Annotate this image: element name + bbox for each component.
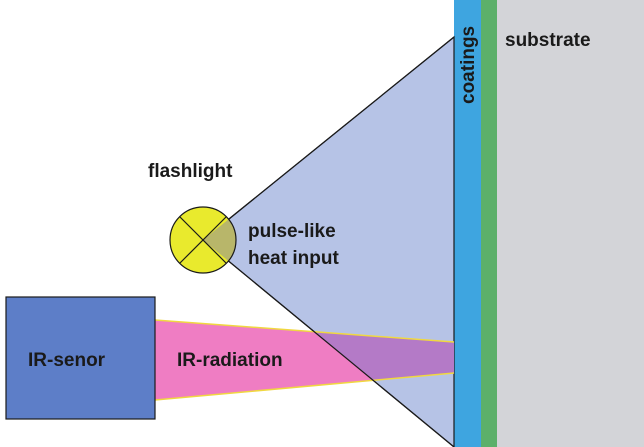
cone-edge-top bbox=[202, 36, 455, 241]
label-substrate: substrate bbox=[505, 30, 591, 51]
cone-edge-bottom bbox=[202, 239, 455, 447]
ir-sensor-box bbox=[5, 296, 156, 420]
ir-radiation-edge-bottom bbox=[154, 372, 455, 401]
coating-layer-green bbox=[481, 0, 497, 447]
label-flashlight: flashlight bbox=[148, 161, 233, 182]
label-ir-sensor: IR-senor bbox=[28, 350, 106, 371]
flashlight-lamp bbox=[169, 206, 237, 274]
label-ir-radiation: IR-radiation bbox=[177, 350, 283, 371]
label-pulse-line2: heat input bbox=[248, 248, 339, 269]
substrate-layer bbox=[497, 0, 644, 447]
label-pulse-line1: pulse-like bbox=[248, 221, 336, 242]
ir-radiation-edge-top bbox=[154, 319, 455, 343]
label-coatings: coatings bbox=[458, 26, 479, 104]
coating-layer-blue bbox=[454, 0, 481, 447]
